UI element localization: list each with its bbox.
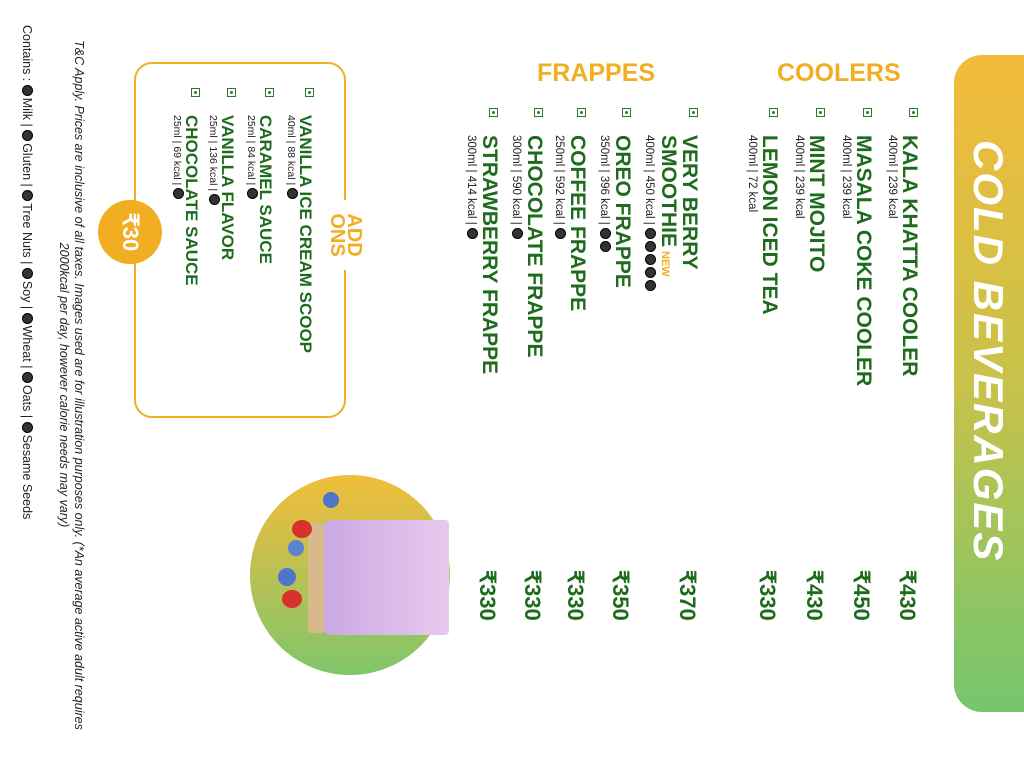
contains-label: Contains : (20, 25, 34, 82)
item-name-line2: SMOOTHIE (657, 135, 680, 248)
item-info: 400ml | 450 kcal | (643, 135, 655, 225)
item-info: 400ml | 239 kcal (840, 135, 852, 219)
item-price: ₹430 (802, 570, 827, 621)
veg-icon (863, 108, 872, 117)
item-name: MINT MOJITO (805, 135, 828, 273)
item-info: 400ml | 239 kcal (886, 135, 898, 219)
frappes-title: FRAPPES (536, 59, 656, 87)
item-price: ₹450 (849, 570, 874, 621)
allergen-label: Wheat (20, 325, 34, 362)
strawberry-icon (282, 590, 302, 608)
gluten-icon (600, 240, 611, 252)
item-name: CHOCOLATE SAUCE (182, 115, 201, 286)
item-price: ₹370 (675, 570, 700, 621)
item-price: ₹430 (895, 570, 920, 621)
wheat-icon (22, 312, 33, 324)
item-name: LEMON ICED TEA (758, 135, 781, 315)
item-name: VANILLA FLAVOR (218, 115, 237, 261)
tree-nuts-icon (645, 253, 656, 265)
allergen-label: Sesame Seeds (20, 434, 34, 520)
item-name: COFFEE FRAPPE (566, 135, 589, 312)
milk-icon (555, 227, 566, 239)
allergen-label: Tree Nuts (20, 203, 34, 258)
oats-icon (22, 371, 33, 383)
item-name: MASALA COKE COOLER (852, 135, 875, 387)
item-info: 300ml | 590 kcal | (510, 135, 522, 225)
blueberry-icon (323, 492, 339, 508)
item-info: 25ml | 84 kcal | (245, 115, 257, 186)
veg-icon (534, 108, 543, 117)
item-info: 400ml | 72 kcal (746, 135, 758, 213)
allergen-label: Soy (20, 280, 34, 303)
item-info: 250ml | 592 kcal | (553, 135, 565, 225)
item-name: STRAWBERRY FRAPPE (478, 135, 501, 375)
coolers-title: COOLERS (777, 59, 901, 87)
addons-price-badge: ₹30 (98, 200, 162, 264)
milk-icon (467, 227, 478, 239)
milk-icon (287, 188, 298, 200)
milk-icon (209, 194, 220, 205)
milk-icon (645, 227, 656, 239)
item-price: ₹350 (608, 570, 633, 621)
item-name: VANILLA ICE CREAM SCOOP (296, 115, 315, 354)
tree-nuts-icon (22, 190, 33, 202)
milk-icon (173, 188, 184, 200)
blueberry-icon (288, 540, 304, 556)
item-name: CHOCOLATE FRAPPE (523, 135, 546, 358)
allergen-label: Oats (20, 384, 34, 412)
veg-icon (191, 88, 200, 97)
veg-icon (305, 88, 314, 97)
soy-icon (22, 267, 33, 279)
smoothie-glass-image (314, 520, 449, 635)
allergen-label: Gluten (20, 143, 34, 181)
veg-icon (622, 108, 631, 117)
veg-icon (769, 108, 778, 117)
oats-icon (645, 266, 656, 278)
gluten-icon (22, 130, 33, 142)
allergen-legend: Contains : Milk | Gluten | Tree Nuts | S… (20, 25, 34, 520)
veg-icon (265, 88, 274, 97)
item-price: ₹330 (563, 570, 588, 621)
veg-icon (577, 108, 586, 117)
item-name: VERY BERRY (678, 135, 701, 270)
addons-title-line2: ONS (326, 213, 348, 257)
glass-base (308, 523, 324, 633)
veg-icon (816, 108, 825, 117)
item-name: OREO FRAPPE (611, 135, 634, 288)
veg-icon (227, 88, 236, 97)
item-info: 40ml | 88 kcal | (285, 115, 297, 186)
sesame-icon (22, 421, 33, 433)
milk-icon (247, 188, 258, 200)
milk-icon (22, 84, 33, 96)
veg-icon (489, 108, 498, 117)
blueberry-icon (278, 568, 296, 586)
item-price: ₹330 (520, 570, 545, 621)
milk-icon (512, 227, 523, 239)
header-banner: COLD BEVERAGES (954, 55, 1024, 712)
terms-text: T&C Apply. Prices are inclusive of all t… (57, 40, 86, 730)
veg-icon (689, 108, 698, 117)
strawberry-icon (292, 520, 312, 538)
item-info: 350ml | 396 kcal | (598, 135, 610, 225)
item-info: 400ml | 239 kcal (793, 135, 805, 219)
item-info: 25ml | 69 kcal | (171, 115, 183, 186)
milk-icon (600, 227, 611, 239)
wheat-icon (645, 279, 656, 291)
page-title: COLD BEVERAGES (965, 140, 1012, 563)
item-info: 300ml | 414 kcal | (465, 135, 477, 225)
item-price: ₹330 (475, 570, 500, 621)
item-name: CARAMEL SAUCE (256, 115, 275, 264)
item-info: 25ml | 136 kcal | (207, 115, 219, 192)
allergen-label: Milk (20, 97, 34, 120)
gluten-icon (645, 240, 656, 252)
new-badge: NEW (659, 251, 671, 277)
veg-icon (909, 108, 918, 117)
item-name: KALA KHATTA COOLER (898, 135, 921, 377)
item-price: ₹330 (755, 570, 780, 621)
